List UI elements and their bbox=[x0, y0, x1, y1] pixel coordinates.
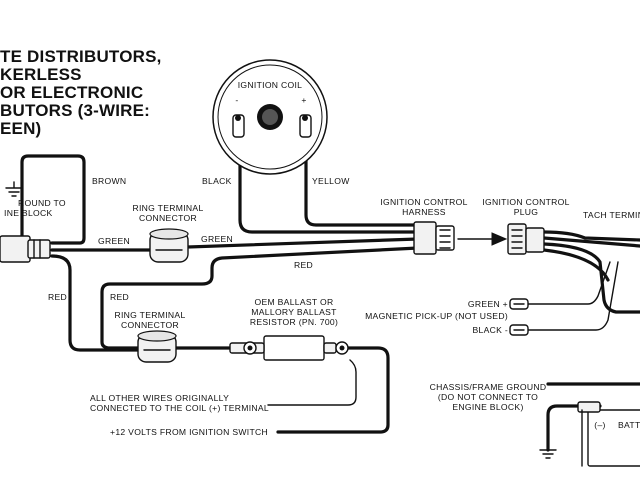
wires bbox=[20, 138, 640, 452]
ballast-label-line-3: RESISTOR (PN. 700) bbox=[250, 317, 338, 327]
labels: ROUND TO INE BLOCK BROWN BLACK YELLOW RI… bbox=[4, 176, 640, 437]
chassis-label-line-1: CHASSIS/FRAME GROUND bbox=[430, 382, 547, 392]
chassis-label-line-2: (DO NOT CONNECT TO bbox=[438, 392, 538, 402]
brown-wire bbox=[20, 154, 86, 245]
ring-bottom-label-line-2: CONNECTOR bbox=[121, 320, 179, 330]
pickup-black-lead bbox=[527, 261, 619, 331]
ground-label-line-1: ROUND TO bbox=[18, 198, 66, 208]
harness-label-line-1: IGNITION CONTROL bbox=[380, 197, 467, 207]
yellow-wire bbox=[304, 138, 420, 227]
brown-label: BROWN bbox=[92, 176, 126, 186]
green-right-label: GREEN bbox=[201, 234, 233, 244]
ballast-output-wire bbox=[276, 346, 390, 434]
ring-terminal-connector-bottom bbox=[137, 330, 177, 363]
ring-terminal-connector-top bbox=[149, 228, 189, 263]
red-main-label: RED bbox=[294, 260, 313, 270]
ring-top-label-line-1: RING TERMINAL bbox=[132, 203, 203, 213]
ground-label-line-2: INE BLOCK bbox=[4, 208, 53, 218]
pickup-green-lead bbox=[527, 261, 611, 305]
green-plus-label: GREEN + bbox=[468, 299, 508, 309]
plug-label-line-1: IGNITION CONTROL bbox=[482, 197, 569, 207]
red-left-label: RED bbox=[48, 292, 67, 302]
title-line-3: OR ELECTRONIC bbox=[0, 83, 143, 102]
other-wires-lead bbox=[267, 359, 357, 406]
tach-terminal-label: TACH TERMIN bbox=[583, 210, 640, 220]
yellow-label: YELLOW bbox=[312, 176, 350, 186]
battery-ground-icon bbox=[539, 449, 557, 459]
title-line-5: EEN) bbox=[0, 119, 41, 138]
coil-title: IGNITION COIL bbox=[238, 80, 303, 90]
ignition-control-harness-connector bbox=[413, 221, 455, 255]
ballast-label-line-2: MALLORY BALLAST bbox=[251, 307, 337, 317]
red-mid-label: RED bbox=[110, 292, 129, 302]
pickup-black-connector bbox=[509, 324, 529, 336]
coil-positive-terminal bbox=[299, 114, 312, 138]
arrow-head-icon bbox=[491, 232, 508, 246]
magnetic-pickup-label: MAGNETIC PICK-UP (NOT USED) bbox=[365, 311, 508, 321]
coil-negative-terminal bbox=[232, 114, 245, 138]
chassis-label-line-3: ENGINE BLOCK) bbox=[452, 402, 523, 412]
pickup-green-connector bbox=[509, 298, 529, 310]
harness-label-line-2: HARNESS bbox=[402, 207, 446, 217]
title-line-4: BUTORS (3-WIRE: bbox=[0, 101, 150, 120]
other-wires-label-line-2: CONNECTED TO THE COIL (+) TERMINAL bbox=[90, 403, 269, 413]
green-wire bbox=[50, 237, 420, 252]
red-wire-harness bbox=[100, 246, 420, 350]
distributor-connector bbox=[0, 235, 51, 263]
other-wires-label-line-1: ALL OTHER WIRES ORIGINALLY bbox=[90, 393, 229, 403]
title-line-2: KERLESS bbox=[0, 65, 82, 84]
ignition-coil: IGNITION COIL - + bbox=[212, 59, 328, 175]
black-minus-label: BLACK - bbox=[472, 325, 508, 335]
battery-label: BATT bbox=[618, 420, 640, 430]
battery-negative-wire bbox=[546, 404, 602, 452]
green-left-label: GREEN bbox=[98, 236, 130, 246]
battery-negative-label: (–) bbox=[594, 420, 605, 430]
tach-harness-wires bbox=[542, 230, 640, 314]
twelve-volts-label: +12 VOLTS FROM IGNITION SWITCH bbox=[110, 427, 268, 437]
ignition-control-plug bbox=[507, 223, 545, 255]
ring-bottom-label-line-1: RING TERMINAL bbox=[114, 310, 185, 320]
ballast-resistor bbox=[229, 335, 349, 361]
ring-top-label-line-2: CONNECTOR bbox=[139, 213, 197, 223]
coil-positive-label: + bbox=[301, 95, 306, 105]
black-label: BLACK bbox=[202, 176, 232, 186]
engine-ground-icon bbox=[5, 181, 23, 197]
black-wire bbox=[238, 138, 420, 234]
battery bbox=[577, 401, 640, 467]
ballast-label-line-1: OEM BALLAST OR bbox=[254, 297, 333, 307]
plug-label-line-2: PLUG bbox=[514, 207, 539, 217]
title-line-1: TE DISTRIBUTORS, bbox=[0, 47, 162, 66]
red-wire-main bbox=[50, 254, 232, 352]
coil-negative-label: - bbox=[235, 95, 238, 105]
diagram-title: TE DISTRIBUTORS, KERLESS OR ELECTRONIC B… bbox=[0, 47, 162, 138]
